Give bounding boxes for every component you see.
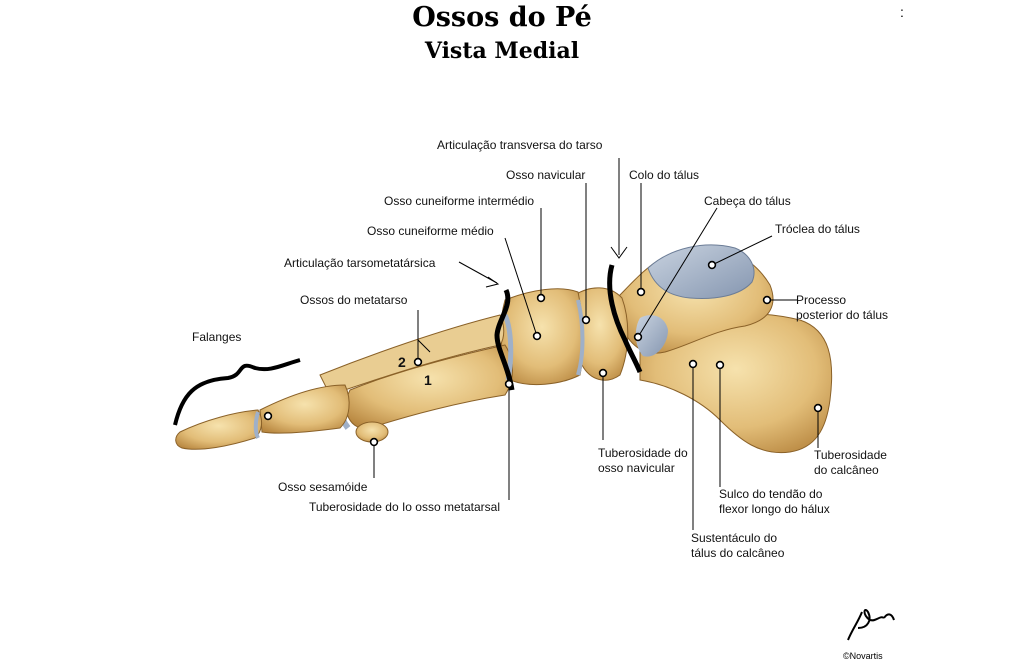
marker-navicular [581,315,591,325]
label-articulacao-transversa: Articulação transversa do tarso [437,138,603,152]
label-sustentaculo-line2: tálus do calcâneo [691,546,785,560]
label-osso-navicular: Osso navicular [506,168,586,182]
marker-cabeca-talus [633,332,643,342]
label-ossos-metatarso: Ossos do metatarso [300,293,408,307]
marker-tuberosidade-metatarsal [504,379,514,389]
label-tuberosidade-calcaneo-line2: do calcâneo [814,463,879,477]
label-processo-line1: Processo [796,293,847,307]
label-cuneiforme-medio: Osso cuneiforme médio [367,224,494,238]
marker-dots [263,260,823,447]
label-tuberosidade-navicular-line1: Tuberosidade do [598,446,688,460]
marker-cuneiforme-intermedio [536,293,546,303]
trochlea-cartilage [647,244,755,299]
label-osso-sesamoide: Osso sesamóide [278,480,368,494]
label-tuberosidade-navicular-line2: osso navicular [598,461,675,475]
leader-lines [373,158,819,530]
second-metatarsal [319,314,505,396]
proximal-phalanx [259,384,350,434]
label-tuberosidade-metatarsal: Tuberosidade do Io osso metatarsal [309,500,500,514]
marker-sustentaculo [688,359,698,369]
marker-falanges [263,411,273,421]
label-sulco-tendao-line1: Sulco do tendão do [719,487,823,501]
transverse-tarsal-joint-line [607,264,643,373]
page-title: Ossos do Pé [412,2,592,33]
label-troclea-talus: Tróclea do tálus [775,222,860,236]
label-cabeca-talus: Cabeça do tálus [704,194,791,208]
label-articulacao-tarsometatarsica: Articulação tarsometatársica [284,256,436,270]
marker-tuberosidade-calcaneo [813,403,823,413]
label-processo-line2: posterior do tálus [796,308,889,322]
marker-sulco-tendao [715,360,725,370]
talus-head-cartilage [635,315,668,357]
marker-cuneiforme-medio [532,331,542,341]
label-sustentaculo-line1: Sustentáculo do [691,531,778,545]
label-cuneiforme-intermedio: Osso cuneiforme intermédio [384,194,535,208]
distal-phalanx [175,409,263,450]
page-subtitle: Vista Medial [424,38,580,64]
tarsometatarsal-joint-line [494,288,515,391]
label-colo-talus: Colo do tálus [629,168,700,182]
label-falanges: Falanges [192,330,242,344]
marker-metatarso [413,357,423,367]
marker-colo-talus [636,287,646,297]
label-sulco-tendao-line2: flexor longo do hálux [719,502,830,516]
marker-troclea [707,260,717,270]
cuneiform-bones [500,288,584,385]
label-tuberosidade-calcaneo-line1: Tuberosidade [814,448,887,462]
phalanges-bracket [173,358,301,426]
marker-processo-posterior [762,295,772,305]
marker-sesamoide [369,437,379,447]
marker-tuberosidade-navicular [598,368,608,378]
label-number-2: 2 [398,354,406,370]
stray-mark: : [900,4,904,20]
label-number-1: 1 [424,372,432,388]
netter-signature [847,609,895,641]
copyright-text: ©Novartis [843,651,883,661]
